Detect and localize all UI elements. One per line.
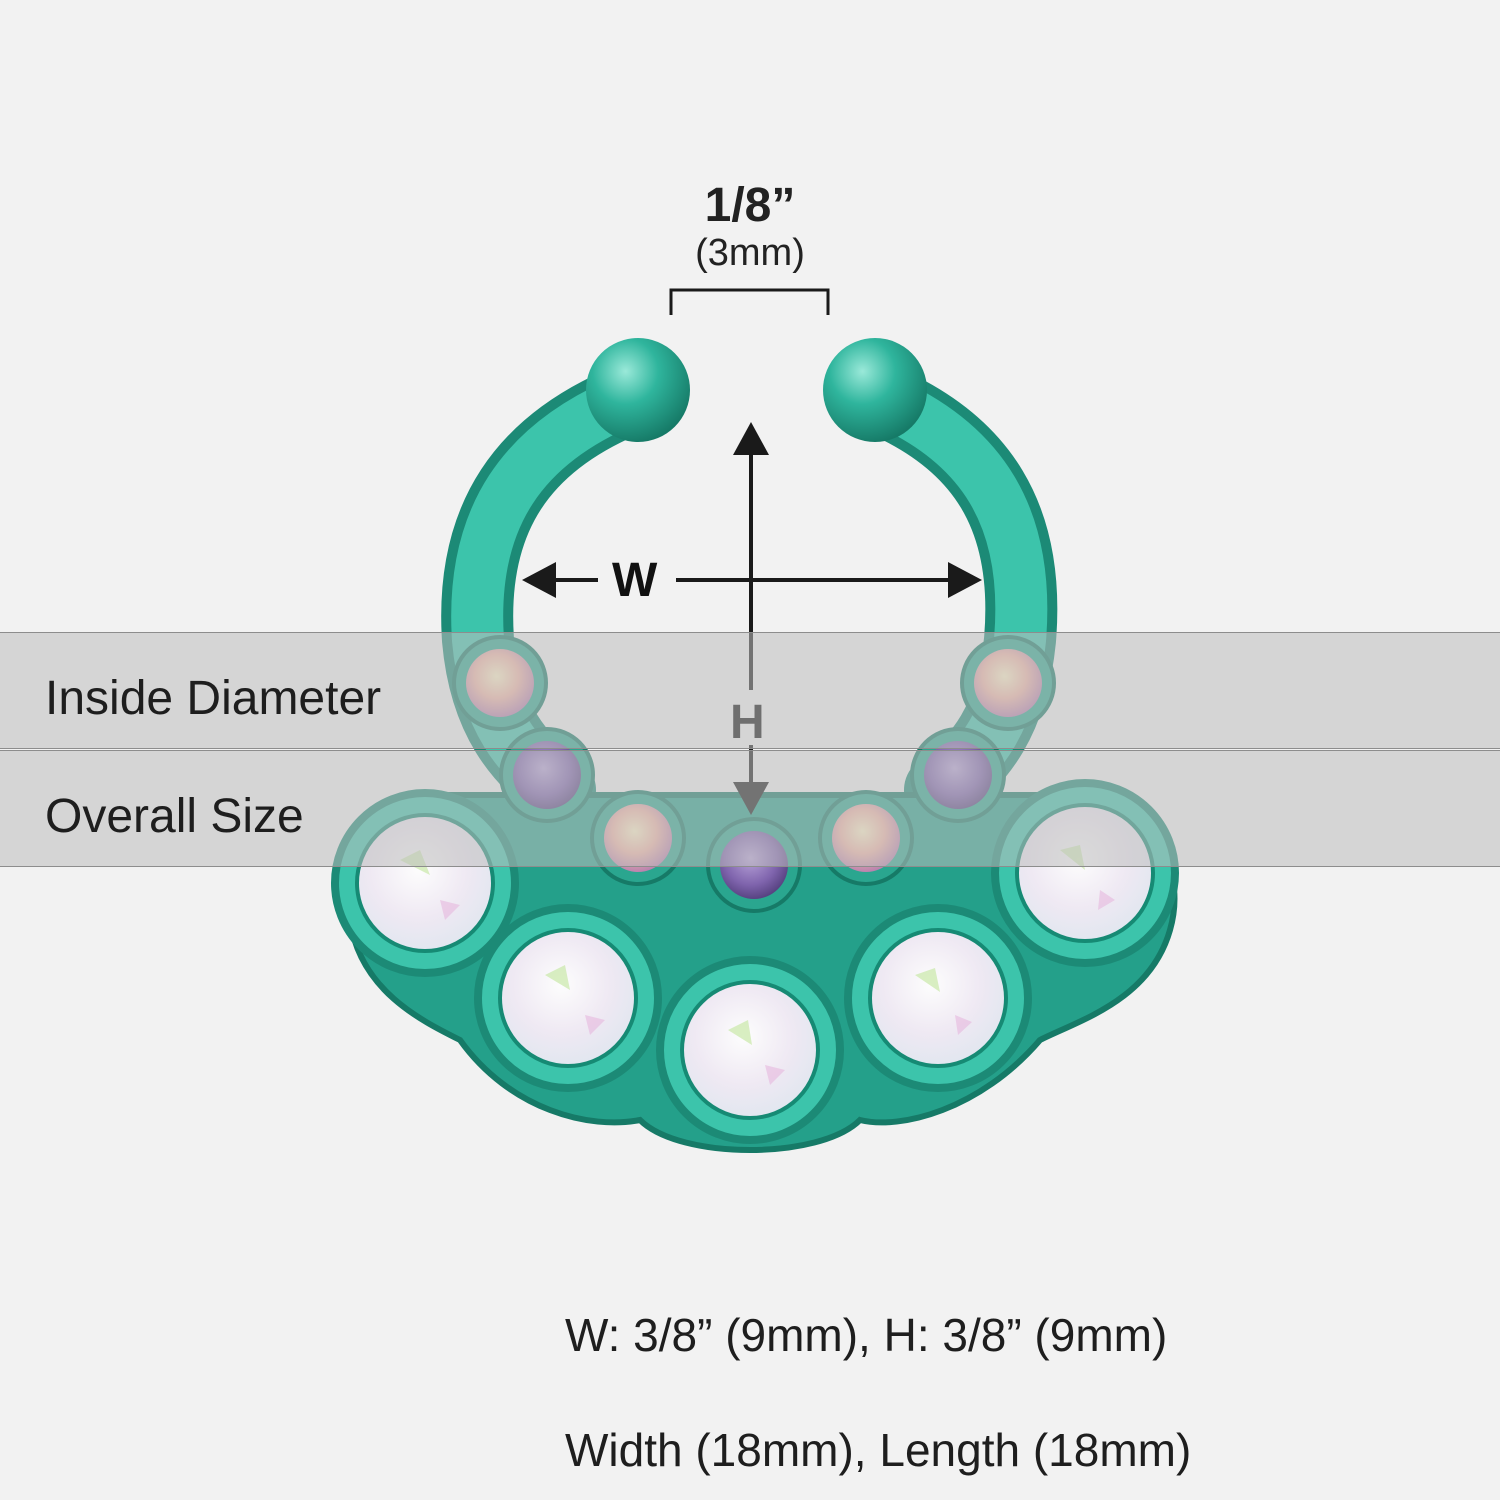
width-axis-label: W <box>612 554 658 607</box>
overall-size-band: Overall Size <box>0 750 1500 867</box>
overall-size-label: Overall Size <box>45 790 304 843</box>
gap-bracket <box>669 288 830 315</box>
gap-measurement-metric: (3mm) <box>695 232 805 274</box>
opal-stone <box>680 980 820 1120</box>
opal-plate <box>331 779 1179 1153</box>
gap-measurement: 1/8” <box>704 179 796 232</box>
opal-stone <box>868 928 1008 1068</box>
left-end-ball <box>586 338 690 442</box>
opal-stone <box>498 928 638 1068</box>
inside-diameter-label: Inside Diameter <box>45 672 382 725</box>
inside-diameter-band: Inside Diameter <box>0 632 1500 749</box>
right-end-ball <box>823 338 927 442</box>
inside-diameter-spec: W: 3/8” (9mm), H: 3/8” (9mm) <box>565 1309 1168 1361</box>
overall-size-spec: Width (18mm), Length (18mm) <box>565 1424 1192 1476</box>
